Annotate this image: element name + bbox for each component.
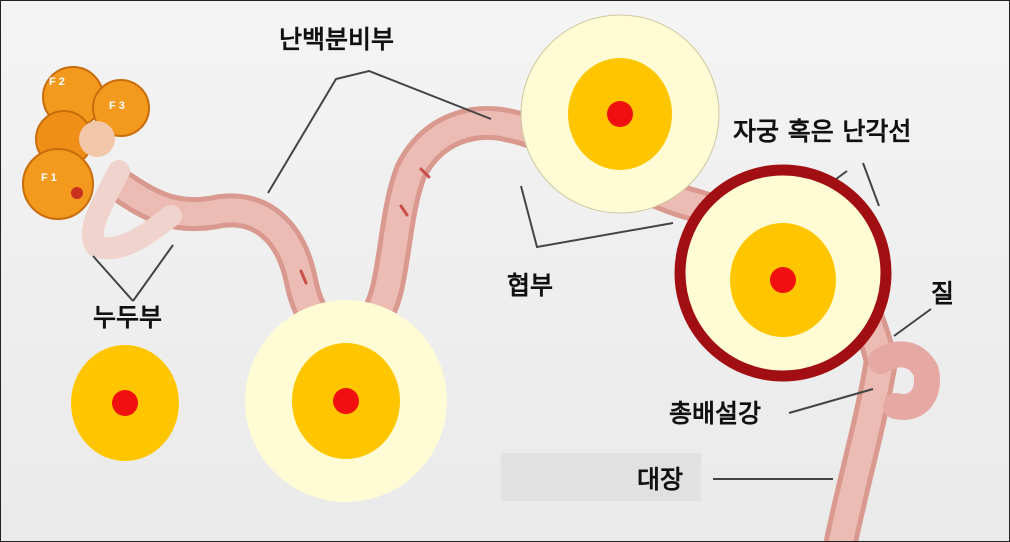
follicle-f1 (22, 148, 94, 220)
label-isthmus: 협부 (507, 271, 554, 300)
magnum-pointer-line (267, 69, 492, 194)
ovary-follicles: F 2 F 3 F 1 (22, 66, 150, 220)
follicle-stigma (71, 187, 83, 199)
follicle-f3 (92, 79, 150, 137)
egg-yolk-only-icon (71, 345, 179, 461)
label-cloaca: 총배설강 (669, 399, 762, 428)
follicle-label-f2: F 2 (49, 76, 65, 88)
background-plate (501, 453, 701, 501)
egg-in-uterus-highlighted-icon (674, 164, 892, 382)
annotation-lines (92, 69, 932, 480)
label-infundibulum: 누두부 (93, 303, 163, 332)
egg-at-isthmus-icon (520, 14, 720, 214)
egg-with-albumen-icon (245, 300, 447, 502)
label-large-intestine: 대장 (637, 465, 684, 494)
isthmus-pointer-line (520, 185, 674, 249)
follicle-label-f1: F 1 (41, 172, 57, 184)
label-uterus: 자궁 혹은 난각선 (733, 117, 912, 146)
follicle-label-f3: F 3 (109, 100, 125, 112)
vagina-pointer-line (893, 308, 932, 337)
label-vagina: 질 (931, 279, 955, 308)
cloaca-tissue (868, 341, 940, 420)
label-magnum: 난백분비부 (279, 25, 395, 54)
cloaca-pointer-line (788, 388, 874, 414)
infundibulum-funnel (81, 160, 182, 260)
blood-vessel-marks (299, 149, 571, 285)
ovary-stroma (79, 121, 115, 157)
infundibulum-pointer-lines (92, 244, 174, 302)
